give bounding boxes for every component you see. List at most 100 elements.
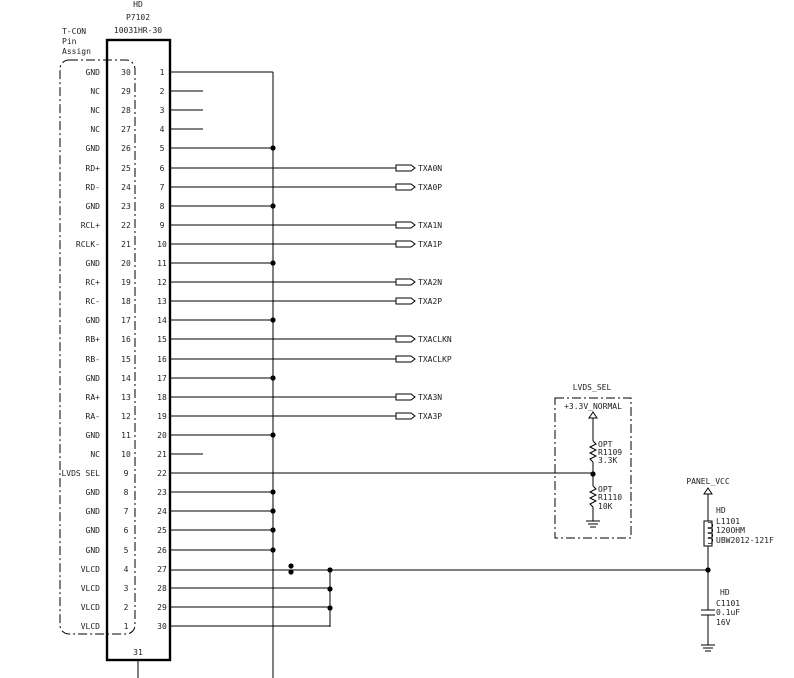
net-port-symbol [395,278,416,286]
lvds-sel-option-box [554,397,632,539]
inner-pin-number: 12 [121,412,131,421]
l1101-hd-label: HD [716,506,726,515]
inner-pin-number: 26 [121,144,131,153]
outer-pin-number: 26 [157,546,167,555]
l1101-part-label: UBW2012-121F [716,536,774,545]
pin-name-label: GND [86,259,101,268]
outer-pin-number: 19 [157,412,167,421]
r1110-ref-label: R1110 [598,493,622,502]
connector-ref-label: P7102 [126,13,150,22]
inner-pin-number: 19 [121,278,131,287]
pin-name-label: RB- [86,355,100,364]
pin-name-label: NC [90,450,100,459]
outer-pin-number: 6 [160,164,165,173]
inner-pin-number: 4 [124,565,129,574]
outer-pin-number: 24 [157,507,167,516]
lvds-sel-rail-label: +3.3V_NORMAL [564,402,622,411]
pin-name-label: GND [86,144,101,153]
outer-pin-number: 29 [157,603,167,612]
pin-name-label: GND [86,316,101,325]
outer-pin-number: 21 [157,450,167,459]
outer-pin-number: 22 [157,469,167,478]
pin-name-label: RA+ [86,393,101,402]
pin-name-label: GND [86,526,101,535]
net-port-symbol [395,240,416,248]
inner-pin-number: 30 [121,68,131,77]
c1101-ref-label: C1101 [716,599,740,608]
outer-pin-number: 2 [160,87,165,96]
pin-name-label: NC [90,87,100,96]
pin-name-label: RA- [86,412,100,421]
outer-pin-number: 9 [160,221,165,230]
pin-name-label: VLCD [81,603,100,612]
outer-pin-number: 14 [157,316,167,325]
pin-name-label: VLCD [81,622,100,631]
outer-pin-number: 15 [157,335,167,344]
outer-pin-number: 4 [160,125,165,134]
net-label-txa0n: TXA0N [418,164,442,173]
r1109-ref-label: R1109 [598,448,622,457]
outer-pin-number: 27 [157,565,167,574]
pin-name-label: GND [86,202,101,211]
inner-pin-number: 8 [124,488,129,497]
net-label-txa3n: TXA3N [418,393,442,402]
inner-pin-number: 23 [121,202,131,211]
outer-pin-number: 17 [157,374,167,383]
vlcd-junction-29 [327,605,333,611]
r1110-opt-label: OPT [598,485,613,494]
net-port-symbol [395,164,416,172]
inner-pin-number: 21 [121,240,131,249]
outer-pin-number: 13 [157,297,167,306]
pin-name-label: NC [90,125,100,134]
outer-pin-number: 5 [160,144,165,153]
lvds-sel-title: LVDS_SEL [573,383,612,392]
net-label-txa1p: TXA1P [418,240,442,249]
connector-hd-label: HD [133,0,143,9]
tcon-label-line2: Pin [62,37,77,46]
outer-pin-number: 7 [160,183,165,192]
vlcd-junction-a [288,563,294,569]
net-port-symbol [395,412,416,420]
net-label-txaclkp: TXACLKP [418,355,452,364]
inner-pin-number: 14 [121,374,131,383]
net-label-txa1n: TXA1N [418,221,442,230]
vlcd-junction-b [288,569,294,575]
pin-name-label: GND [86,488,101,497]
connector-part-label: 10031HR-30 [114,26,162,35]
pin-name-label: GND [86,546,101,555]
lvds-sel-junction [590,471,596,477]
outer-pin-number: 10 [157,240,167,249]
outer-pin-number: 1 [160,68,165,77]
inner-pin-number: 18 [121,297,131,306]
l1101-ref-label: L1101 [716,517,740,526]
inner-pin-number: 25 [121,164,131,173]
pin-name-label: RD+ [86,164,101,173]
net-label-txa3p: TXA3P [418,412,442,421]
pin-name-label: GND [86,431,101,440]
pin-name-label: RC+ [86,278,101,287]
r1110-resistor [588,485,598,508]
outer-pin-number: 8 [160,202,165,211]
pin-name-label: RD- [86,183,100,192]
net-port-symbol [395,297,416,305]
net-port-symbol [395,221,416,229]
connector-bottom-pin: 31 [133,648,143,657]
tcon-label-line3: Assign [62,47,91,56]
outer-pin-number: 30 [157,622,167,631]
r1109-opt-label: OPT [598,440,613,449]
inner-pin-number: 10 [121,450,131,459]
tcon-pin-assign-box [59,59,136,635]
panel-vcc-label: PANEL_VCC [686,477,730,486]
inner-pin-number: 11 [121,431,131,440]
lvds-sel-rail-arrow [588,411,598,419]
net-label-txa2p: TXA2P [418,297,442,306]
inner-pin-number: 22 [121,221,131,230]
pin-name-label: GND [86,507,101,516]
pin-name-label: GND [86,374,101,383]
outer-pin-number: 18 [157,393,167,402]
pin-name-label: RCLK- [76,240,100,249]
r1109-value-label: 3.3K [598,456,617,465]
inner-pin-number: 16 [121,335,131,344]
outer-pin-number: 23 [157,488,167,497]
panel-vcc-arrow [703,487,713,495]
